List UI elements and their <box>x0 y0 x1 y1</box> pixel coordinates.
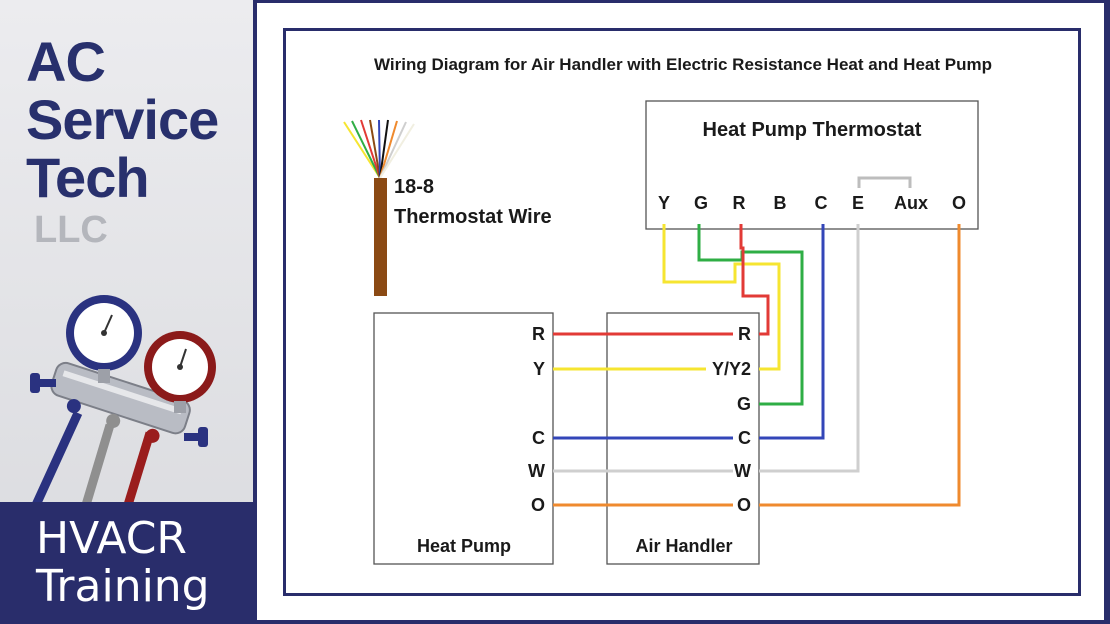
air-handler-terminal-y: Y/Y2 <box>712 359 751 379</box>
training-banner: HVACR Training <box>0 502 253 624</box>
thermostat-cable-icon <box>343 119 415 296</box>
air-handler-terminal-r: R <box>738 324 751 344</box>
heat-pump-terminal-y: Y <box>533 359 545 379</box>
air-handler-terminal-o: O <box>737 495 751 515</box>
brand-name-line-2: Service <box>26 88 219 151</box>
heat-pump-terminal-c: C <box>532 428 545 448</box>
cable-label-type: Thermostat Wire <box>394 206 552 228</box>
air-handler-terminal-w: W <box>734 461 751 481</box>
thermostat-terminal-r: R <box>733 193 746 213</box>
thermostat-terminal-e: E <box>852 193 864 213</box>
heat-pump-terminal-r: R <box>532 324 545 344</box>
wire-y-tstat-ah <box>662 224 781 371</box>
air-handler-terminal-g: G <box>737 394 751 414</box>
heat-pump-terminal-o: O <box>531 495 545 515</box>
training-line-2: Training <box>36 561 210 612</box>
heat-pump-terminal-w: W <box>528 461 545 481</box>
brand-panel: AC Service Tech LLC HVAC <box>0 0 253 624</box>
diagram-title: Wiring Diagram for Air Handler with Elec… <box>374 55 992 74</box>
wire-w-tstat-ah <box>759 224 860 473</box>
e-aux-jumper <box>857 176 912 188</box>
heat-pump-box <box>373 312 554 565</box>
wire-c-tstat-ah <box>759 224 825 440</box>
thermostat-box <box>645 100 979 230</box>
training-line-1: HVACR <box>36 513 187 564</box>
cable-label-gauge: 18-8 <box>394 176 434 198</box>
thermostat-terminal-c: C <box>815 193 828 213</box>
thermostat-terminal-y: Y <box>658 193 670 213</box>
heat-pump-label: Heat Pump <box>417 536 511 556</box>
thermostat-terminal-o: O <box>952 193 966 213</box>
thermostat-terminal-aux: Aux <box>894 193 928 213</box>
thermostat-terminal-g: G <box>694 193 708 213</box>
air-handler-label: Air Handler <box>635 536 732 556</box>
air-handler-terminal-c: C <box>738 428 751 448</box>
brand-name-line-1: AC <box>26 30 106 93</box>
thermostat-terminal-b: B <box>774 193 787 213</box>
thermostat-title: Heat Pump Thermostat <box>703 119 922 141</box>
manifold-gauge-icon <box>30 295 216 505</box>
wire-r-tstat-ah <box>739 224 770 336</box>
brand-name-line-3: Tech <box>26 146 150 209</box>
brand-llc: LLC <box>34 209 108 251</box>
wire-o-tstat-ah <box>759 224 961 507</box>
